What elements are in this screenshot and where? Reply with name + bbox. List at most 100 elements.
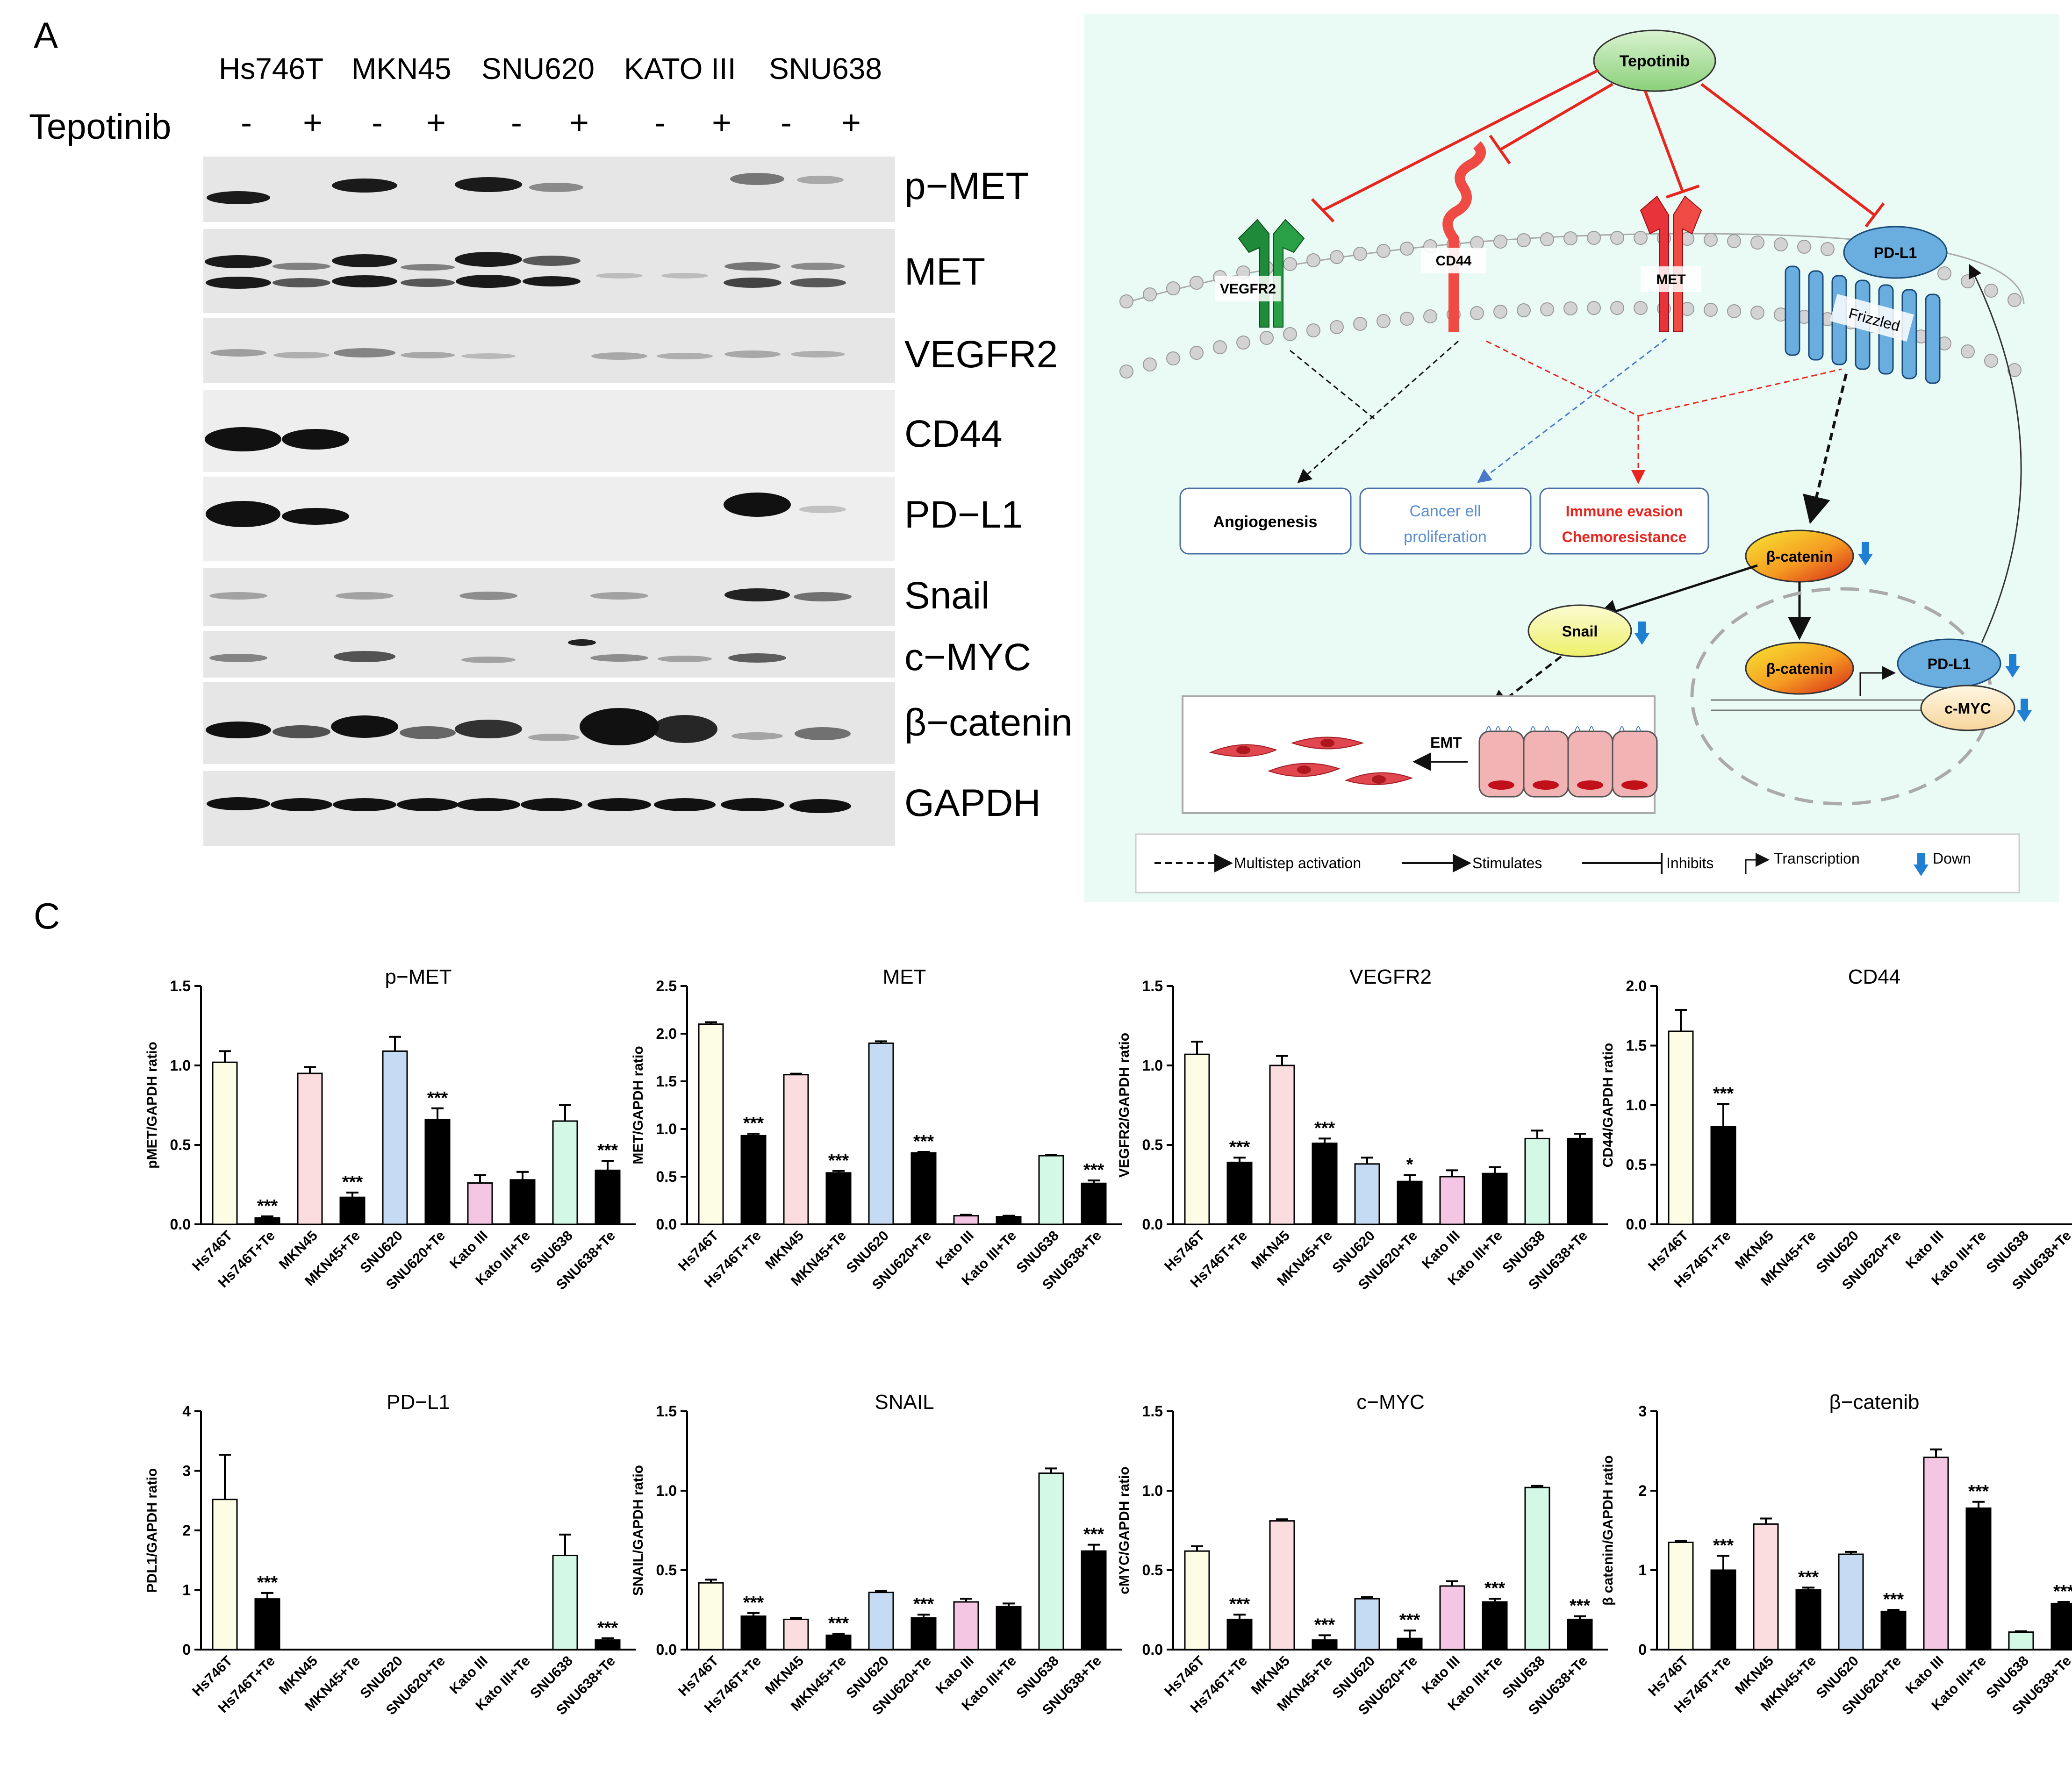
- y-tick-label: 0: [1638, 1641, 1647, 1658]
- bar: [825, 1172, 852, 1225]
- emt-label: EMT: [1430, 734, 1462, 751]
- snail-node: [1527, 604, 1632, 657]
- category-label: Kato III: [1419, 1653, 1463, 1697]
- bar: [1710, 1126, 1736, 1225]
- significance-mark: *: [1406, 1155, 1413, 1175]
- treatment-mark: +: [712, 104, 732, 142]
- treatment-label: Tepotinib: [29, 107, 172, 147]
- category-label: Kato III: [1903, 1653, 1947, 1697]
- y-axis-label: VEGFR2/GAPDH ratio: [1117, 1033, 1132, 1178]
- bar: [467, 1182, 493, 1225]
- blot-strip-pmet: [203, 157, 895, 222]
- bar: [911, 1617, 937, 1651]
- category-label: Kato III: [933, 1228, 977, 1272]
- y-tick-label: 0: [182, 1641, 191, 1658]
- bar: [953, 1215, 979, 1225]
- cd44-label: CD44: [1436, 253, 1472, 269]
- y-tick-label: 1.5: [656, 1403, 677, 1420]
- vegfr2-label: VEGFR2: [1220, 281, 1276, 297]
- bar: [1965, 1507, 1992, 1651]
- bar: [595, 1169, 621, 1225]
- chart-title: CD44: [1848, 965, 1901, 988]
- down-arrow-icon: [1914, 853, 1929, 876]
- cell-line-label: KATO III: [624, 52, 736, 86]
- bar: [1439, 1585, 1465, 1651]
- treatment-mark: -: [241, 104, 252, 142]
- mesenchymal-cells: [1209, 736, 1413, 785]
- bar: [698, 1582, 724, 1651]
- y-axis-label: CD44/GAPDH ratio: [1600, 1043, 1616, 1168]
- chart-title: β−catenib: [1829, 1391, 1920, 1414]
- y-tick-label: 0.0: [1142, 1216, 1163, 1233]
- y-tick-label: 2.5: [656, 978, 677, 994]
- chart-title: p−MET: [385, 965, 452, 988]
- frizzled-receptor: Frizzled: [1785, 265, 1941, 384]
- bar: [783, 1074, 809, 1225]
- panel-label-c: C: [34, 895, 60, 936]
- significance-mark: ***: [1229, 1594, 1250, 1614]
- bar: [2008, 1631, 2034, 1651]
- y-tick-label: 1.0: [1626, 1097, 1647, 1114]
- angiogenesis-label: Angiogenesis: [1213, 513, 1318, 531]
- bar: [212, 1061, 238, 1225]
- treatment-mark: -: [511, 104, 522, 142]
- y-tick-label: 0.0: [656, 1641, 677, 1658]
- protein-label: p−MET: [904, 165, 1029, 207]
- legend-transcription: Transcription: [1774, 850, 1860, 867]
- bar: [1354, 1598, 1380, 1651]
- cell-line-label: SNU620: [481, 52, 595, 86]
- y-tick-label: 0.0: [170, 1216, 191, 1233]
- protein-label: β−catenin: [904, 701, 1073, 744]
- y-tick-label: 1.0: [1142, 1482, 1163, 1499]
- legend-stimulates: Stimulates: [1472, 855, 1542, 872]
- y-tick-label: 1.0: [656, 1482, 677, 1499]
- bar: [339, 1196, 366, 1225]
- diagram-legend: [1135, 833, 2020, 893]
- epithelial-cells: [1478, 730, 1658, 798]
- bar: [1397, 1637, 1423, 1651]
- protein-label: MET: [904, 250, 986, 293]
- y-tick-label: 1: [1638, 1562, 1647, 1579]
- significance-mark: ***: [1713, 1084, 1734, 1103]
- bar: [740, 1135, 767, 1225]
- bar: [1038, 1472, 1064, 1651]
- cell-line-label: MKN45: [351, 52, 452, 86]
- bar: [212, 1499, 238, 1651]
- inhibition-lines: [1311, 69, 1885, 228]
- down-arrow-icon: [2017, 699, 2032, 722]
- protein-label: Snail: [904, 574, 990, 617]
- bar: [783, 1618, 809, 1651]
- significance-mark: ***: [427, 1088, 448, 1108]
- bar: [1439, 1176, 1465, 1225]
- blot-strip-gapdh: [203, 771, 895, 846]
- significance-mark: ***: [597, 1141, 618, 1160]
- bar: [1397, 1180, 1423, 1225]
- blot-strip-snail: [203, 568, 895, 626]
- chart-title: c−MYC: [1356, 1391, 1424, 1414]
- bar: [1184, 1053, 1210, 1225]
- cancer-proliferation-box: [1359, 487, 1532, 555]
- protein-label: CD44: [904, 413, 1003, 455]
- bar: [1312, 1143, 1338, 1225]
- treatment-mark: +: [303, 104, 323, 142]
- bar: [1482, 1601, 1508, 1651]
- bar: [509, 1179, 536, 1225]
- cell-membrane: [1119, 231, 2025, 379]
- category-label: Kato III: [1419, 1228, 1463, 1272]
- significance-mark: ***: [1798, 1567, 1819, 1587]
- cancer-proliferation-line2: proliferation: [1404, 528, 1487, 546]
- significance-mark: ***: [828, 1151, 849, 1171]
- significance-mark: ***: [1570, 1596, 1591, 1616]
- y-tick-label: 1.0: [656, 1121, 677, 1137]
- y-axis-label: β catenin/GAPDH ratio: [1600, 1455, 1616, 1606]
- bar: [1923, 1457, 1949, 1651]
- cell-line-label: Hs746T: [219, 52, 324, 86]
- met-receptor: MET: [1640, 195, 1702, 332]
- bar: [868, 1042, 894, 1225]
- significance-mark: ***: [1484, 1579, 1506, 1598]
- y-tick-label: 0.5: [1626, 1157, 1647, 1173]
- bar: [1269, 1065, 1295, 1225]
